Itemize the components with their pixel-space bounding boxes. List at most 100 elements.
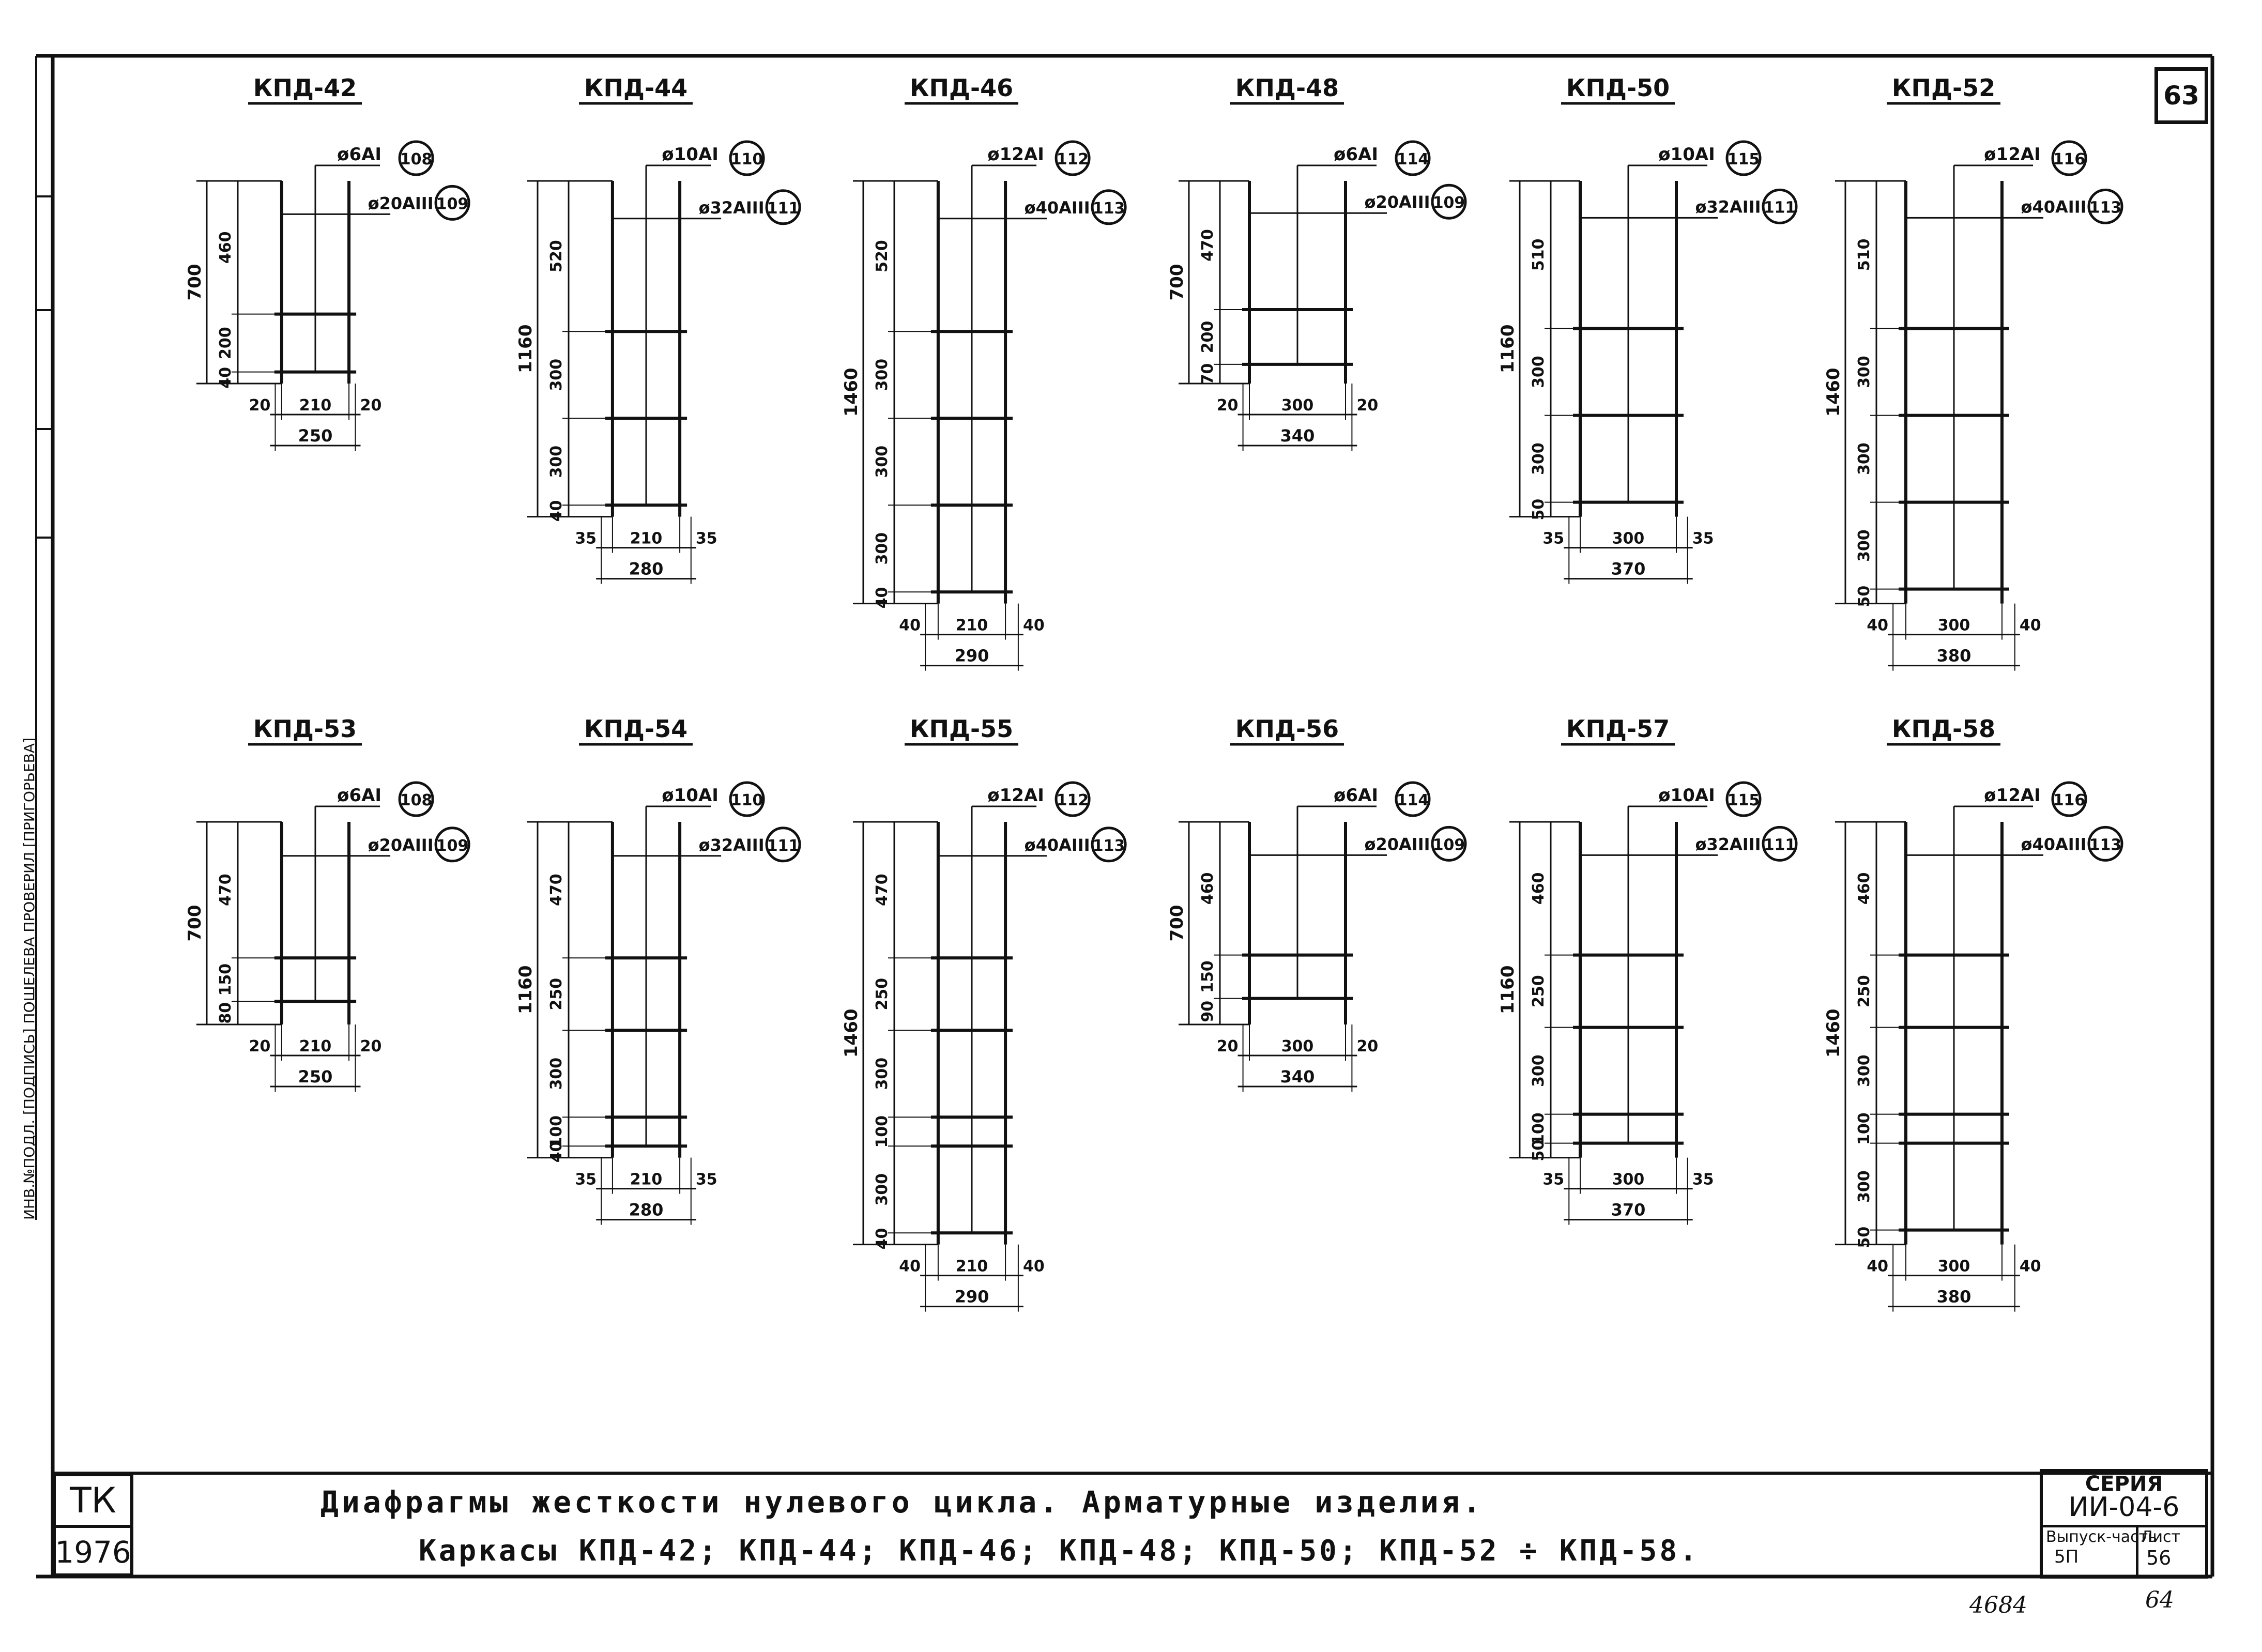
segment-dim: 510 (1855, 238, 1873, 271)
mark-top-label: 115 (1728, 150, 1760, 169)
frame-title: КПД-53 (253, 715, 357, 743)
mark-circle (1725, 781, 1762, 817)
mark-circle (1091, 827, 1127, 863)
mark-circle (2087, 188, 2123, 224)
width-part-left: 35 (575, 1171, 597, 1189)
width-total: 340 (1280, 1067, 1315, 1087)
height-dim: 1460 (841, 368, 862, 417)
width-part-mid: 300 (1281, 1037, 1314, 1056)
width-part-mid: 210 (956, 1258, 988, 1276)
width-total: 380 (1937, 646, 1971, 666)
segment-dim: 300 (873, 1173, 891, 1206)
rod-top-label: ø6АI (337, 144, 381, 165)
width-part-left: 20 (1217, 396, 1239, 415)
mark-top-label: 114 (1397, 791, 1429, 809)
height-dim: 1460 (1823, 368, 1844, 417)
height-dim: 1160 (1497, 965, 1518, 1014)
segment-dim: 300 (873, 1058, 891, 1090)
mark-circle (729, 140, 765, 176)
height-dim: 700 (185, 905, 205, 942)
width-part-mid: 210 (299, 396, 332, 415)
width-part-mid: 210 (630, 1171, 663, 1189)
width-part-right: 35 (696, 1171, 717, 1189)
height-dim: 1160 (515, 965, 536, 1014)
rod-side-label: ø40АIII (1025, 198, 1090, 218)
frame-title: КПД-46 (910, 74, 1013, 102)
segment-dim: 300 (1855, 356, 1873, 388)
segment-dim: 40 (873, 1228, 891, 1250)
mark-circle (729, 781, 765, 817)
segment-dim: 200 (1199, 321, 1217, 354)
mark-side-label: 113 (1093, 200, 1125, 218)
segment-dim: 460 (1855, 872, 1873, 905)
series-value: ИИ-04-6 (2043, 1492, 2205, 1527)
mark-circle (1431, 183, 1467, 220)
width-part-right: 40 (1023, 617, 1045, 635)
segment-dim: 40 (547, 1141, 566, 1163)
width-part-right: 35 (1692, 530, 1714, 548)
mark-circle (434, 185, 470, 221)
segment-dim: 250 (1530, 975, 1548, 1007)
mark-circle (1725, 140, 1762, 176)
segment-dim: 470 (547, 874, 566, 906)
tk-year: 1976 (55, 1535, 131, 1570)
segment-dim: 300 (873, 446, 891, 478)
mark-circle (1054, 781, 1091, 817)
segment-dim: 40 (217, 367, 235, 389)
segment-dim: 250 (547, 978, 566, 1011)
rod-side-label: ø40АIII (1025, 835, 1090, 855)
mark-circle (2087, 825, 2123, 862)
tk-box: ТК 1976 (53, 1473, 133, 1577)
width-part-right: 20 (360, 396, 382, 415)
rod-side-label: ø32АIII (699, 198, 765, 218)
mark-circle (765, 189, 801, 225)
issue-label: Выпуск-часть (2046, 1528, 2157, 1546)
height-dim: 700 (1167, 264, 1187, 301)
segment-dim: 70 (1199, 363, 1217, 385)
series-label: СЕРИЯ (2085, 1472, 2163, 1496)
rod-top-label: ø6АI (1334, 144, 1378, 165)
segment-dim: 520 (547, 240, 566, 272)
tk-label: ТК (56, 1476, 130, 1528)
mark-circle (1395, 781, 1431, 817)
segment-dim: 300 (873, 359, 891, 391)
mark-side-label: 111 (1764, 836, 1796, 854)
rod-top-label: ø6АI (337, 785, 381, 806)
width-total: 290 (955, 1287, 989, 1307)
width-part-mid: 210 (299, 1037, 332, 1056)
mark-side-label: 111 (767, 837, 800, 855)
width-part-mid: 300 (1938, 1258, 1970, 1276)
segment-dim: 300 (547, 446, 566, 478)
mark-top-label: 112 (1057, 791, 1089, 809)
width-part-mid: 300 (1281, 396, 1314, 415)
frame-title: КПД-42 (253, 74, 357, 102)
segment-dim: 250 (873, 978, 891, 1011)
frame-title: КПД-52 (1892, 74, 1995, 102)
width-part-left: 40 (899, 617, 921, 635)
width-total: 280 (629, 1200, 664, 1220)
segment-dim: 300 (1855, 529, 1873, 562)
mark-top-label: 116 (2053, 150, 2086, 169)
segment-dim: 470 (873, 874, 891, 906)
width-total: 340 (1280, 426, 1315, 446)
width-part-right: 40 (2020, 617, 2041, 635)
width-part-left: 35 (1542, 1171, 1564, 1189)
rod-top-label: ø12АI (987, 785, 1044, 806)
segment-dim: 300 (873, 532, 891, 565)
segment-dim: 300 (1855, 1170, 1873, 1203)
mark-circle (434, 827, 470, 863)
rod-side-label: ø40АIII (2021, 197, 2087, 217)
rod-top-label: ø10АI (662, 785, 719, 806)
rod-top-label: ø6АI (1334, 785, 1378, 806)
width-part-left: 20 (1217, 1037, 1239, 1056)
width-total: 280 (629, 559, 664, 579)
width-part-left: 40 (1867, 617, 1888, 635)
height-dim: 1460 (1823, 1008, 1844, 1058)
width-part-right: 20 (1357, 1037, 1379, 1056)
